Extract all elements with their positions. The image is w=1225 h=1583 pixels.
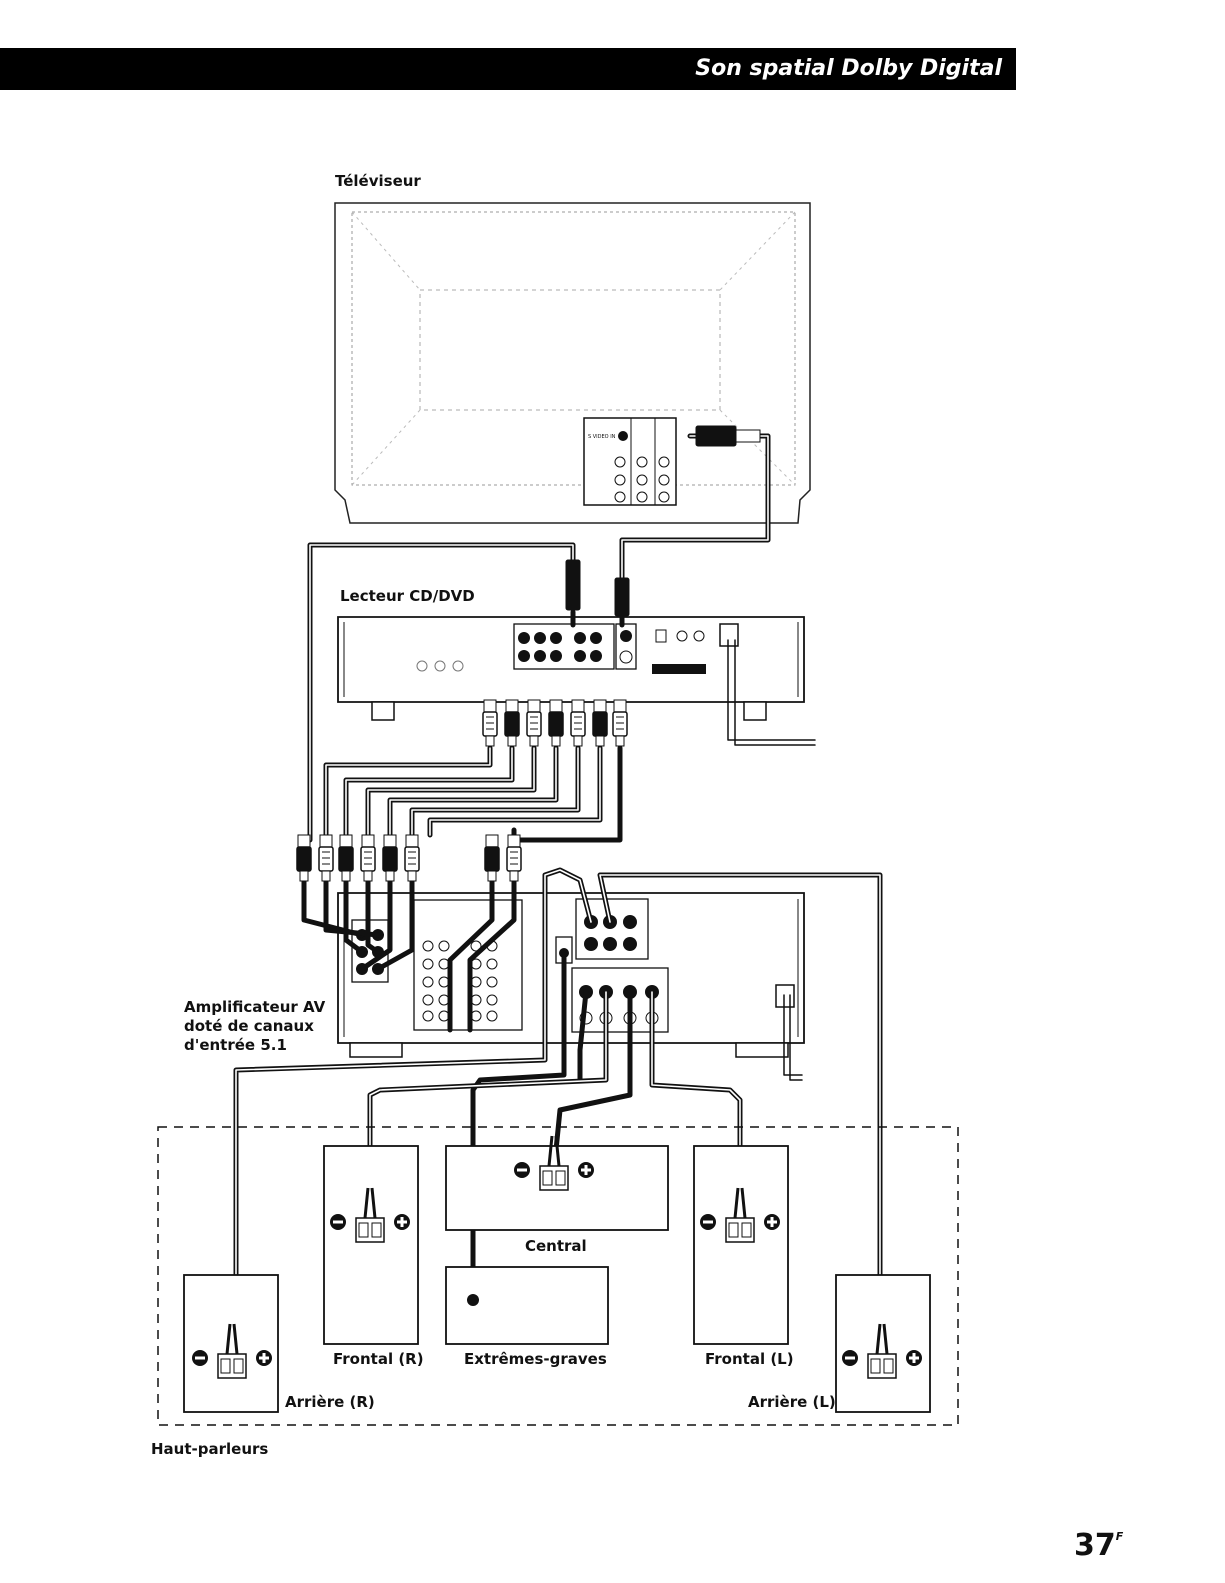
- rca-plug-icon: [405, 835, 419, 881]
- rca-plug-icon: [549, 700, 563, 746]
- minus-terminal-icon: [192, 1350, 208, 1366]
- rca-plug-icon: [361, 835, 375, 881]
- rca-plug-icon: [485, 835, 499, 881]
- rca-plug-icon: [613, 700, 627, 746]
- plus-terminal-icon: [906, 1350, 922, 1366]
- front-left-speaker-label: Frontal (L): [705, 1350, 794, 1368]
- plus-terminal-icon: [578, 1162, 594, 1178]
- speaker-subwoofer: [446, 1267, 608, 1344]
- speakers-group-label: Haut-parleurs: [151, 1440, 268, 1458]
- subwoofer-label: Extrêmes-graves: [464, 1350, 607, 1368]
- rca-plug-icon: [319, 835, 333, 881]
- minus-terminal-icon: [842, 1350, 858, 1366]
- rca-plug-icon: [383, 835, 397, 881]
- rca-plug-icon: [507, 835, 521, 881]
- tv-input-panel: S VIDEO IN: [584, 418, 676, 505]
- center-speaker-label: Central: [525, 1237, 587, 1255]
- cd-dvd-player: [338, 617, 804, 720]
- s-video-jack-icon: [618, 431, 628, 441]
- cd-dvd-player-label: Lecteur CD/DVD: [340, 587, 475, 605]
- player-plug-row: [483, 700, 627, 746]
- tv-set: [335, 203, 810, 523]
- speaker-rear-right: [184, 1275, 278, 1412]
- plus-terminal-icon: [256, 1350, 272, 1366]
- page-number-value: 37: [1074, 1528, 1116, 1563]
- speaker-rear-left: [836, 1275, 930, 1412]
- rca-plug-icon: [339, 835, 353, 881]
- amp-plug-row: [297, 835, 521, 881]
- minus-terminal-icon: [514, 1162, 530, 1178]
- page-number-suffix: F: [1116, 1530, 1124, 1543]
- rca-plug-icon: [297, 835, 311, 881]
- amplifier-label: Amplificateur AV doté de canaux d'entrée…: [184, 998, 325, 1055]
- svg-text:S VIDEO IN: S VIDEO IN: [588, 434, 616, 440]
- front-right-speaker-label: Frontal (R): [333, 1350, 424, 1368]
- tv-label: Téléviseur: [335, 172, 421, 190]
- amplifier-label-line-3: d'entrée 5.1: [184, 1036, 325, 1055]
- rca-plug-icon: [593, 700, 607, 746]
- page-number: 37F: [1074, 1528, 1123, 1563]
- amplifier-label-line-1: Amplificateur AV: [184, 998, 325, 1017]
- speaker-front-right: [324, 1146, 418, 1344]
- plus-terminal-icon: [394, 1214, 410, 1230]
- av-amplifier: [338, 893, 804, 1057]
- amplifier-label-line-2: doté de canaux: [184, 1017, 325, 1036]
- rca-plug-icon: [571, 700, 585, 746]
- rear-left-speaker-label: Arrière (L): [748, 1393, 836, 1411]
- minus-terminal-icon: [700, 1214, 716, 1230]
- rca-plug-icon: [505, 700, 519, 746]
- plus-terminal-icon: [764, 1214, 780, 1230]
- rca-plug-icon: [483, 700, 497, 746]
- speaker-front-left: [694, 1146, 788, 1344]
- minus-terminal-icon: [330, 1214, 346, 1230]
- rear-right-speaker-label: Arrière (R): [285, 1393, 375, 1411]
- rca-plug-icon: [527, 700, 541, 746]
